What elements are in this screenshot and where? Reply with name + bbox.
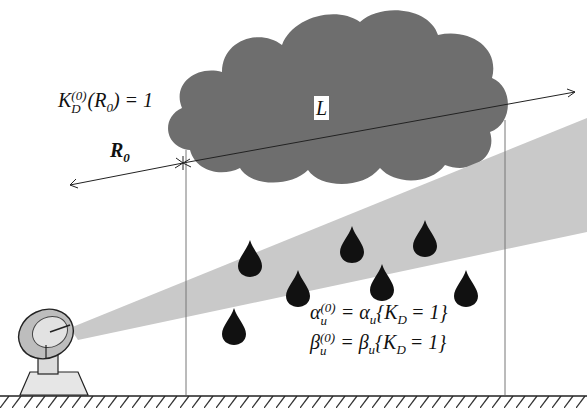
raindrops (222, 220, 478, 345)
formula-text: = 1} (410, 331, 447, 353)
formula-text: u (321, 314, 336, 327)
formula-text: (0) (320, 331, 335, 344)
formula-text: u (369, 342, 376, 357)
formula-text: (R (88, 89, 107, 111)
formula-text: ) = 1 (113, 89, 153, 111)
radar-beam (70, 118, 587, 340)
range-label: R0 (110, 138, 130, 166)
formula-text: (0) (71, 89, 86, 102)
ground-hatching (0, 396, 587, 408)
script-stack: (0)D (71, 89, 86, 115)
formula-text: L (316, 97, 327, 119)
formula-text: α (310, 301, 321, 323)
cloud (168, 10, 508, 184)
formula-text: = β (340, 331, 368, 353)
formula-text: D (396, 342, 405, 357)
formula-text: u (370, 312, 377, 327)
formula-text: {K (375, 331, 396, 353)
formula-text: (0) (321, 301, 336, 314)
ground-line (0, 395, 587, 397)
formula-text: 0 (106, 100, 113, 115)
formula-text: 0 (123, 150, 130, 165)
formula-text: D (71, 102, 86, 115)
formula-text: K (58, 89, 71, 111)
formula-text: {K (376, 301, 397, 323)
beta-formula: β(0)u= βu{KD= 1} (310, 330, 446, 358)
formula-text: D (398, 312, 407, 327)
formula-text: = 1} (411, 301, 448, 323)
alpha-formula: α(0)u= αu{KD= 1} (310, 300, 447, 328)
formula-text: u (320, 344, 335, 357)
formula-text: = α (341, 301, 370, 323)
length-label: L (314, 96, 329, 120)
formula-text: R (110, 139, 123, 161)
formula-text: β (310, 331, 320, 353)
radar-antenna (10, 300, 88, 395)
script-stack: (0)u (320, 331, 335, 357)
kd-formula: K(0)D(R0) = 1 (58, 88, 153, 116)
script-stack: (0)u (321, 301, 336, 327)
